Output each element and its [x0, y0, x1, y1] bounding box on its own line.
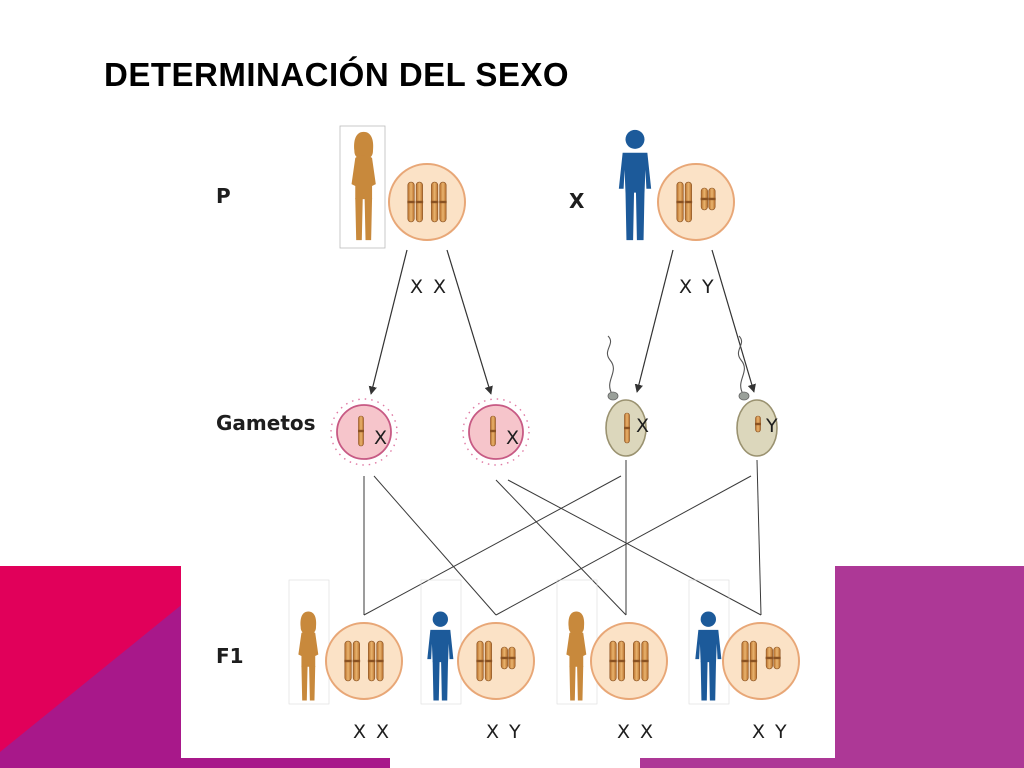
parent-female-frame	[339, 125, 386, 249]
offspring-4-karyotype	[722, 622, 800, 700]
y-chromosome	[508, 646, 516, 670]
parent-female-karyotype	[388, 163, 466, 241]
y-chromosome	[765, 646, 774, 670]
arrow-female-to-egg-1	[368, 249, 408, 395]
male-figure-icon	[618, 129, 652, 241]
x-chromosome	[632, 640, 641, 682]
cross-line-egg2-f1d	[507, 479, 762, 616]
offspring-1-frame	[288, 579, 330, 705]
x-chromosome	[352, 640, 361, 682]
female-figure-icon	[566, 611, 587, 701]
parent-female-genotype: X X	[410, 276, 448, 298]
offspring-1-karyotype	[325, 622, 403, 700]
x-chromosome	[430, 181, 439, 223]
arrow-male-to-sperm-y	[711, 249, 756, 393]
x-chromosome	[684, 181, 693, 223]
x-chromosome	[490, 415, 496, 447]
x-chromosome	[749, 640, 758, 682]
cross-line-spermx-f1a	[363, 475, 622, 616]
x-chromosome	[641, 640, 649, 682]
cross-line-egg1-f1b	[373, 475, 497, 616]
x-chromosome	[617, 640, 626, 682]
egg-x-1	[330, 398, 398, 466]
offspring-4-genotype: X Y	[752, 721, 789, 743]
diagram-nodes	[288, 125, 800, 705]
sperm-x	[605, 335, 647, 457]
x-chromosome	[367, 640, 376, 682]
arrow-male-to-sperm-x	[634, 249, 674, 393]
y-chromosome	[500, 646, 509, 670]
y-chromosome	[773, 646, 781, 670]
gamete-3-chromosome: X	[636, 415, 649, 437]
y-chromosome	[755, 415, 761, 433]
gamete-2-chromosome: X	[506, 427, 519, 449]
cross-line-egg2-f1c	[495, 479, 627, 616]
row-label-offspring: F1	[216, 644, 244, 668]
cross-symbol: X	[569, 189, 585, 213]
parent-male-genotype: X Y	[679, 276, 716, 298]
male-figure-icon	[695, 611, 722, 701]
parent-male-karyotype	[657, 163, 735, 241]
diagram-labels: P Gametos F1 X X X X Y X X X Y X X X Y X…	[216, 184, 789, 743]
gamete-1-chromosome: X	[374, 427, 387, 449]
x-chromosome	[624, 412, 630, 444]
x-chromosome	[484, 640, 493, 682]
x-chromosome	[439, 181, 447, 223]
male-figure-icon	[427, 611, 454, 701]
y-chromosome	[700, 187, 709, 211]
sex-determination-diagram: P Gametos F1 X X X X Y X X X Y X X X Y X…	[181, 110, 835, 758]
connector-lines	[363, 249, 762, 616]
x-chromosome	[476, 640, 484, 682]
female-figure-icon	[298, 611, 319, 701]
x-chromosome	[358, 415, 364, 447]
female-figure-icon	[351, 131, 376, 241]
offspring-2-genotype: X Y	[486, 721, 523, 743]
offspring-3-genotype: X X	[617, 721, 655, 743]
offspring-1-genotype: X X	[353, 721, 391, 743]
arrow-female-to-egg-2	[446, 249, 493, 395]
x-chromosome	[407, 181, 415, 223]
x-chromosome	[344, 640, 352, 682]
egg-x-2	[462, 398, 530, 466]
x-chromosome	[676, 181, 684, 223]
gamete-4-chromosome: Y	[765, 415, 778, 437]
x-chromosome	[609, 640, 617, 682]
x-chromosome	[415, 181, 424, 223]
x-chromosome	[376, 640, 384, 682]
y-chromosome	[708, 187, 716, 211]
offspring-2-karyotype	[457, 622, 535, 700]
cross-line-spermy-f1d	[756, 459, 762, 616]
row-label-parents: P	[216, 184, 231, 208]
cross-line-spermy-f1b	[495, 475, 752, 616]
offspring-2-frame	[420, 579, 462, 705]
slide-title: DETERMINACIÓN DEL SEXO	[104, 56, 570, 93]
x-chromosome	[741, 640, 749, 682]
offspring-3-karyotype	[590, 622, 668, 700]
row-label-gametes: Gametos	[216, 411, 316, 435]
sperm-y	[736, 335, 778, 457]
